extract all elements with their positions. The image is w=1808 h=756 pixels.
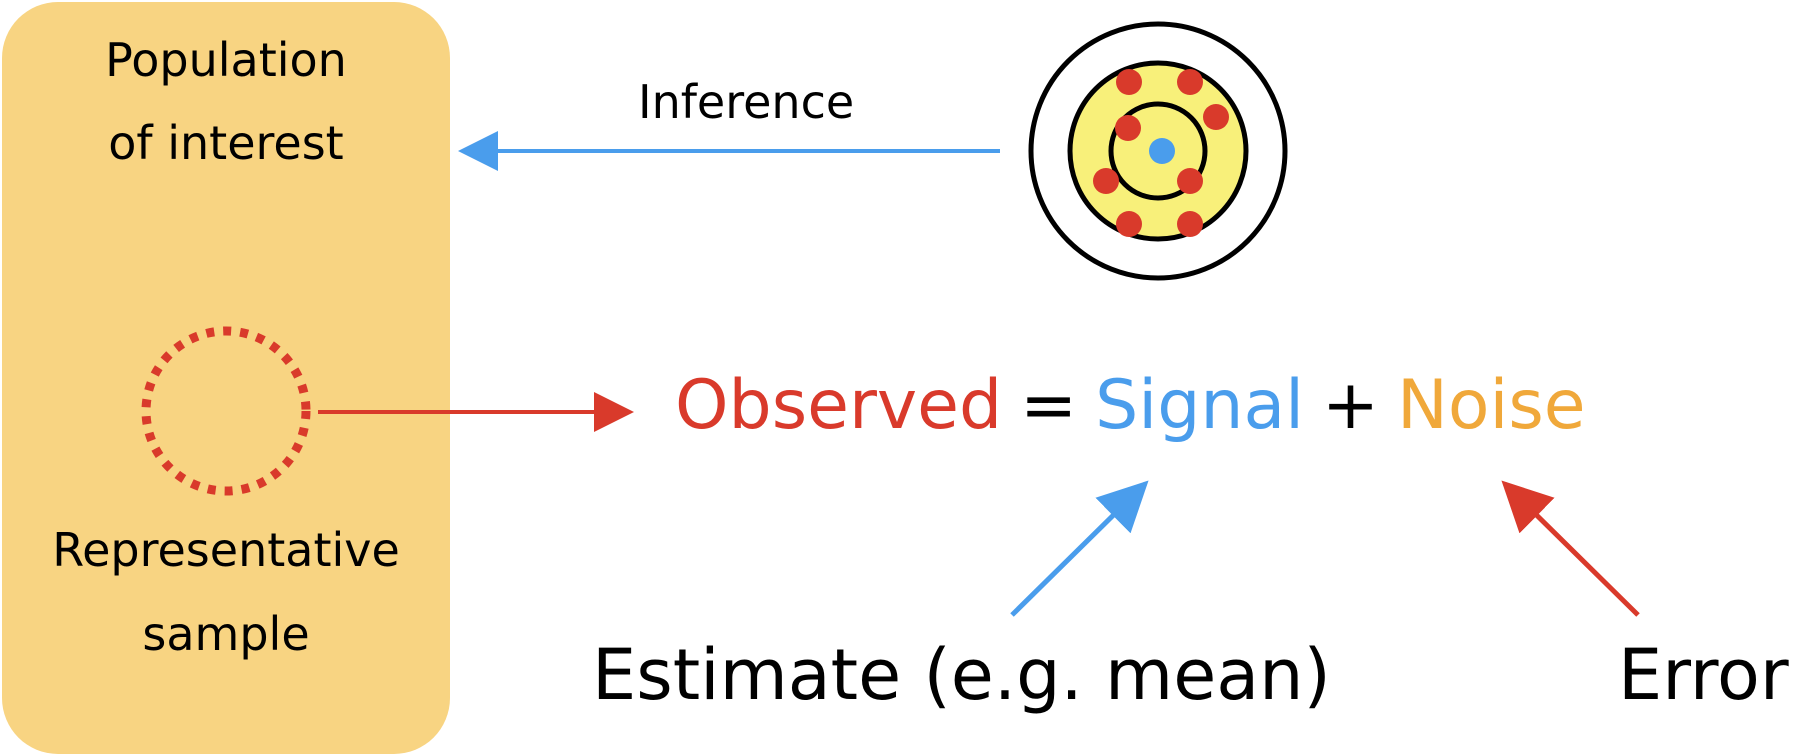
estimate-label: Estimate (e.g. mean) (592, 634, 1331, 716)
sample-label-line1: Representative (52, 523, 400, 577)
sample-dot (1116, 211, 1142, 237)
inference-label: Inference (638, 75, 855, 129)
sample-dot (1115, 115, 1141, 141)
sample-circle-icon (141, 326, 311, 496)
observed-term: Observed (675, 366, 1003, 445)
bullseye-icon (1028, 21, 1288, 281)
population-label-line1: Population (105, 33, 347, 87)
error-arrow (1501, 480, 1640, 617)
plus-sign: + (1322, 366, 1380, 445)
estimate-arrow (1010, 480, 1149, 617)
equals-sign: = (1020, 366, 1078, 445)
sample-dot (1177, 168, 1203, 194)
sample-dot (1203, 104, 1229, 130)
sample-dot (1093, 168, 1119, 194)
error-label: Error (1618, 634, 1789, 716)
sample-label-line2: sample (142, 607, 310, 661)
equation: Observed=Signal+Noise (675, 372, 1586, 440)
population-label-line2: of interest (108, 116, 344, 170)
noise-term: Noise (1397, 366, 1586, 445)
sample-dot (1116, 69, 1142, 95)
signal-term: Signal (1095, 366, 1305, 445)
center-dot-icon (1149, 138, 1175, 164)
population-box (2, 2, 450, 754)
sample-dots (1093, 69, 1229, 237)
sample-dot (1177, 211, 1203, 237)
sample-dot (1177, 69, 1203, 95)
